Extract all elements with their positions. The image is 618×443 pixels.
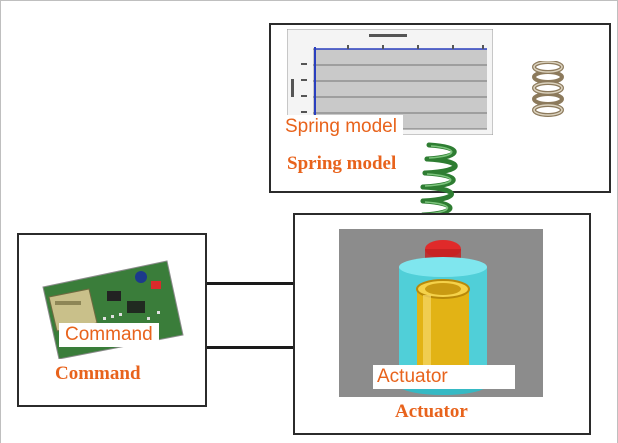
connection-line-top (207, 282, 293, 285)
connection-line-bottom (207, 346, 293, 349)
spring-photo-icon (532, 61, 564, 117)
spring-model-box: Spring model Spring model (269, 23, 611, 193)
command-overlay-label: Command (59, 323, 159, 347)
actuator-overlay-label: Actuator (373, 365, 515, 389)
spring-model-overlay-label: Spring model (279, 115, 403, 139)
actuator-caption: Actuator (395, 401, 468, 422)
command-box: Command Command (17, 233, 207, 407)
command-caption: Command (55, 363, 141, 384)
spring-model-caption: Spring model (287, 153, 397, 174)
actuator-box: Actuator Actuator (293, 213, 591, 435)
